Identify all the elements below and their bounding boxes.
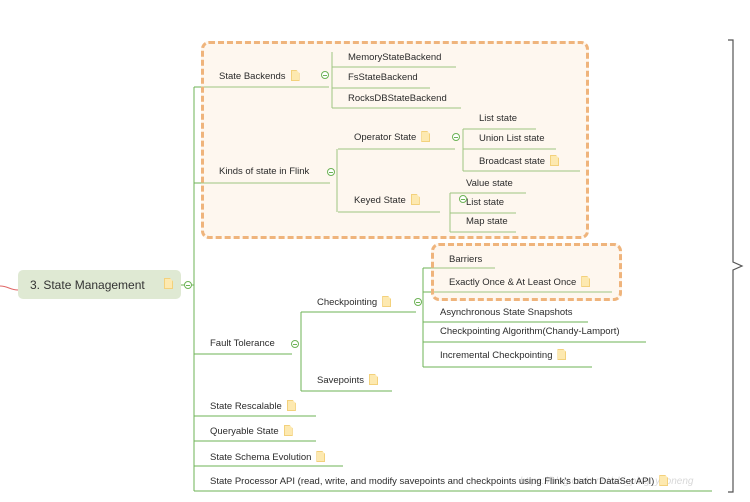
collapse-toggle-icon[interactable] [327, 168, 335, 176]
node-schema-evolution-label: State Schema Evolution [210, 452, 312, 463]
note-icon[interactable] [283, 425, 293, 436]
note-icon[interactable] [286, 400, 296, 411]
note-icon[interactable] [550, 155, 560, 166]
node-keyed-list-state[interactable]: List state [466, 197, 504, 209]
node-fs-state-backend[interactable]: FsStateBackend [348, 72, 418, 84]
node-state-rescalable-label: State Rescalable [210, 401, 282, 412]
node-async-snapshots[interactable]: Asynchronous State Snapshots [440, 307, 573, 319]
root-label: 3. State Management [30, 277, 145, 292]
node-rocksdb-state-backend[interactable]: RocksDBStateBackend [348, 93, 447, 105]
node-broadcast-state[interactable]: Broadcast state [479, 155, 560, 168]
highlight-region-state-types [201, 41, 589, 239]
node-queryable-state-label: Queryable State [210, 426, 279, 437]
note-icon[interactable] [382, 296, 392, 307]
collapse-toggle-icon[interactable] [184, 281, 192, 289]
node-checkpointing-algorithm-label: Checkpointing Algorithm(Chandy-Lamport) [440, 326, 620, 337]
node-keyed-list-state-label: List state [466, 197, 505, 208]
node-exactly-once-label: Exactly Once & At Least Once [449, 277, 577, 288]
node-operator-state-label: Operator State [354, 132, 417, 143]
note-icon[interactable] [659, 475, 669, 486]
node-state-rescalable[interactable]: State Rescalable [210, 400, 296, 413]
node-checkpointing[interactable]: Checkpointing [317, 296, 392, 309]
node-incremental-checkpointing[interactable]: Incremental Checkpointing [440, 349, 567, 362]
node-savepoints[interactable]: Savepoints [317, 374, 379, 387]
node-barriers[interactable]: Barriers [449, 254, 482, 266]
node-checkpointing-algorithm[interactable]: Checkpointing Algorithm(Chandy-Lamport) [440, 326, 620, 338]
collapse-toggle-icon[interactable] [321, 71, 329, 79]
collapse-toggle-icon[interactable] [414, 298, 422, 306]
node-incremental-checkpointing-label: Incremental Checkpointing [440, 350, 553, 361]
node-value-state[interactable]: Value state [466, 178, 513, 190]
node-memory-state-backend[interactable]: MemoryStateBackend [348, 52, 441, 64]
note-icon[interactable] [581, 276, 591, 287]
node-kinds-of-state-label: Kinds of state in Flink [219, 166, 310, 177]
node-fault-tolerance[interactable]: Fault Tolerance [210, 338, 275, 350]
node-state-processor-api-label: State Processor API (read, write, and mo… [210, 476, 655, 487]
collapse-toggle-icon[interactable] [291, 340, 299, 348]
collapse-toggle-icon[interactable] [452, 133, 460, 141]
node-savepoints-label: Savepoints [317, 375, 365, 386]
node-operator-list-state[interactable]: List state [479, 113, 517, 125]
node-broadcast-state-label: Broadcast state [479, 156, 546, 167]
connector [728, 39, 744, 493]
node-map-state-label: Map state [466, 216, 508, 227]
note-icon[interactable] [164, 278, 173, 289]
note-icon[interactable] [421, 131, 431, 142]
node-operator-state[interactable]: Operator State [354, 131, 431, 144]
watermark: https://blog.csdn.net/zhi_ping_yaoneng [520, 476, 694, 487]
highlight-region-barriers [431, 243, 622, 301]
note-icon[interactable] [290, 70, 300, 81]
node-kinds-of-state[interactable]: Kinds of state in Flink [219, 166, 309, 178]
node-checkpointing-label: Checkpointing [317, 297, 378, 308]
node-queryable-state[interactable]: Queryable State [210, 425, 293, 438]
node-schema-evolution[interactable]: State Schema Evolution [210, 451, 326, 464]
node-fault-tolerance-label: Fault Tolerance [210, 338, 275, 349]
node-barriers-label: Barriers [449, 254, 483, 265]
note-icon[interactable] [316, 451, 326, 462]
node-state-backends[interactable]: State Backends [219, 70, 300, 83]
node-async-snapshots-label: Asynchronous State Snapshots [440, 307, 573, 318]
node-union-list-state[interactable]: Union List state [479, 133, 544, 145]
note-icon[interactable] [410, 194, 420, 205]
node-union-list-state-label: Union List state [479, 133, 545, 144]
node-exactly-once[interactable]: Exactly Once & At Least Once [449, 276, 591, 289]
node-keyed-state[interactable]: Keyed State [354, 194, 420, 207]
node-rocksdb-state-backend-label: RocksDBStateBackend [348, 93, 447, 104]
node-keyed-state-label: Keyed State [354, 195, 406, 206]
node-map-state[interactable]: Map state [466, 216, 508, 228]
root-node[interactable]: 3. State Management [18, 270, 181, 299]
node-operator-list-state-label: List state [479, 113, 518, 124]
collapse-toggle-icon[interactable] [459, 195, 467, 203]
note-icon[interactable] [557, 349, 567, 360]
node-memory-state-backend-label: MemoryStateBackend [348, 52, 442, 63]
connector [0, 285, 19, 291]
node-state-processor-api[interactable]: State Processor API (read, write, and mo… [210, 475, 669, 488]
node-state-backends-label: State Backends [219, 71, 286, 82]
node-value-state-label: Value state [466, 178, 513, 189]
node-fs-state-backend-label: FsStateBackend [348, 72, 418, 83]
note-icon[interactable] [369, 374, 379, 385]
